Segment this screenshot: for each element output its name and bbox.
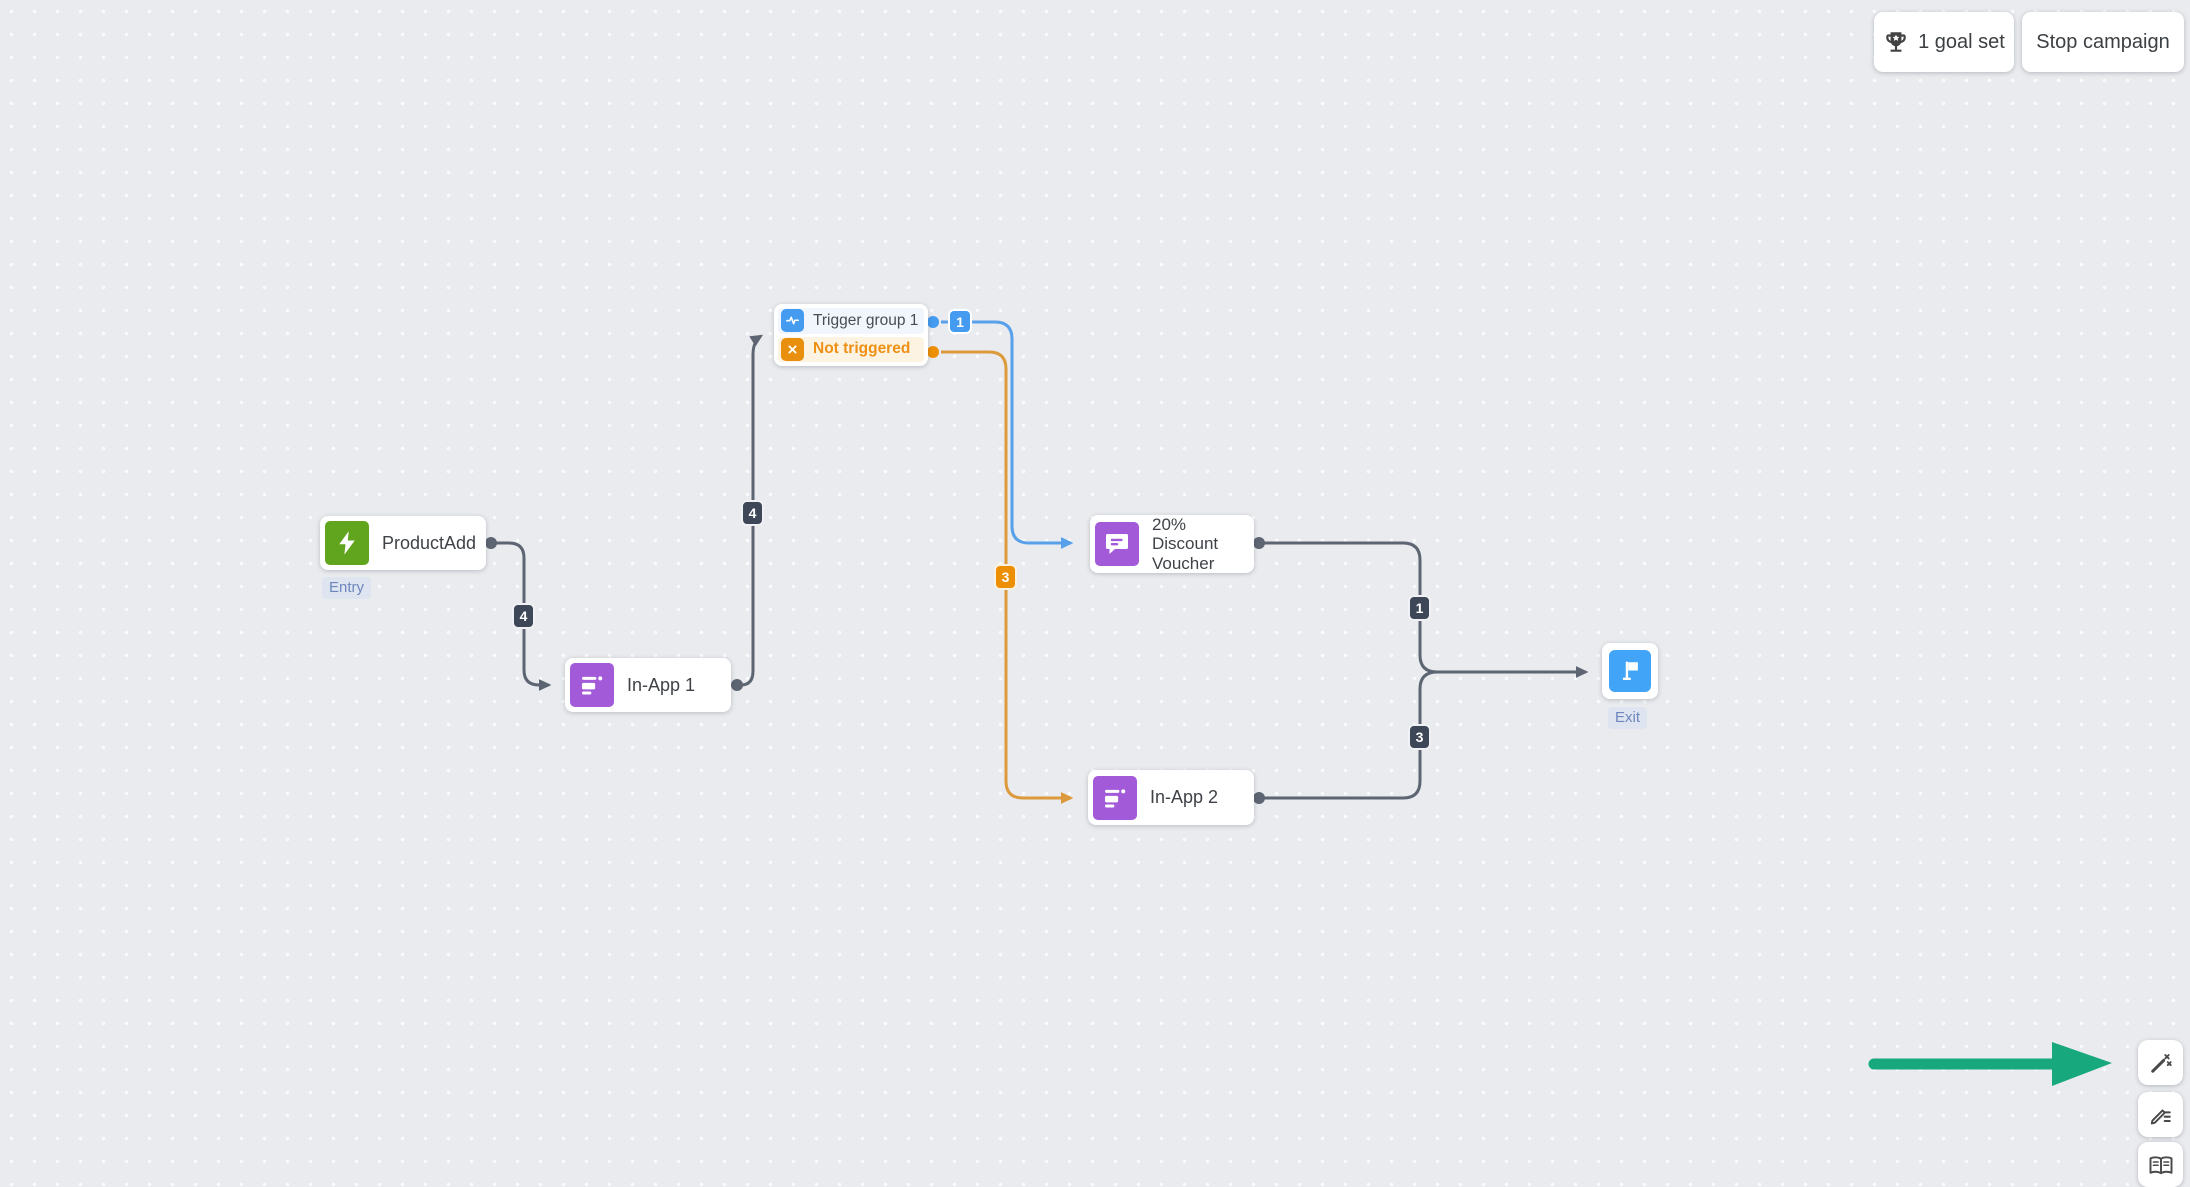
connector-dot — [927, 346, 939, 358]
exit-tag: Exit — [1608, 707, 1648, 729]
node-inapp2[interactable]: In-App 2 — [1088, 770, 1254, 825]
stop-campaign-button[interactable]: Stop campaign — [2022, 12, 2184, 72]
node-label: In-App 1 — [627, 674, 696, 695]
node-label: 20% Discount Voucher — [1152, 514, 1219, 573]
magic-wand-button[interactable] — [2138, 1040, 2183, 1085]
in-app-message-icon — [1093, 775, 1137, 820]
edge-count-badge-not-triggered: 3 — [994, 564, 1017, 590]
connector-dot — [1253, 537, 1265, 549]
goal-set-button[interactable]: 1 goal set — [1874, 12, 2014, 72]
book-icon — [2149, 1155, 2172, 1174]
node-exit[interactable] — [1602, 643, 1658, 699]
stop-campaign-label: Stop campaign — [2036, 30, 2170, 53]
x-icon — [781, 337, 804, 361]
trigger-row-label: Not triggered — [813, 340, 911, 358]
node-inapp1[interactable]: In-App 1 — [565, 658, 731, 712]
trigger-row-not-triggered[interactable]: Not triggered — [778, 336, 924, 362]
edge-count-badge: 3 — [1408, 724, 1431, 750]
node-discount-voucher[interactable]: 20% Discount Voucher — [1090, 515, 1254, 573]
edge-count-badge-triggered: 1 — [948, 309, 972, 334]
node-trigger-group[interactable]: Trigger group 1 Not triggered — [774, 304, 928, 366]
entry-tag: Entry — [322, 577, 372, 599]
connector-dot — [1253, 792, 1265, 804]
flag-icon — [1609, 650, 1651, 692]
edge-count-badge: 4 — [741, 500, 764, 526]
magic-wand-icon — [2150, 1053, 2172, 1073]
node-productadd[interactable]: ProductAdd — [320, 516, 486, 570]
trophy-icon — [1883, 29, 1909, 55]
connector-dot — [731, 679, 743, 691]
goal-set-label: 1 goal set — [1918, 30, 2005, 53]
edit-note-button[interactable] — [2138, 1092, 2183, 1137]
message-bubble-icon — [1095, 522, 1139, 566]
node-label: In-App 2 — [1150, 787, 1219, 808]
connector-dot — [485, 537, 497, 549]
edge-count-badge: 1 — [1408, 595, 1431, 621]
book-button[interactable] — [2138, 1142, 2183, 1187]
lightning-icon — [325, 521, 369, 565]
trigger-row-label: Trigger group 1 — [813, 311, 919, 329]
pulse-icon — [781, 309, 804, 333]
edit-note-icon — [2150, 1108, 2171, 1124]
edge-triggered-to-voucher — [941, 320, 1074, 549]
in-app-message-icon — [570, 663, 614, 707]
connector-dot — [927, 316, 939, 328]
node-label: ProductAdd — [382, 532, 477, 553]
annotation-arrow-icon — [1868, 1042, 2112, 1086]
trigger-row-triggered[interactable]: Trigger group 1 — [778, 308, 924, 334]
edge-inapp2-to-exit — [1263, 670, 1438, 800]
edge-count-badge: 4 — [512, 603, 535, 629]
